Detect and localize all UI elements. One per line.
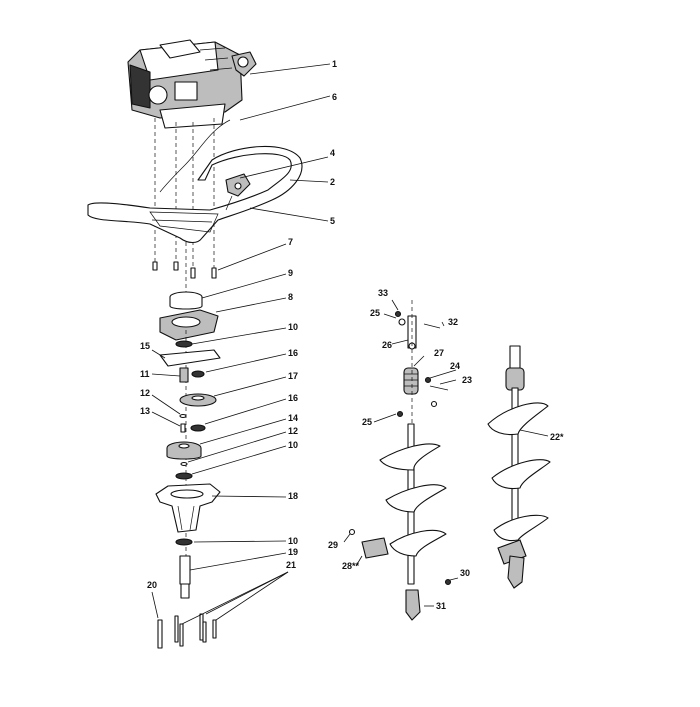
bearing-16b	[190, 424, 206, 432]
callout-12a: 12	[140, 388, 150, 398]
bearing-10b	[175, 472, 193, 480]
callout-6: 6	[332, 92, 337, 102]
screws-part-7	[152, 261, 217, 279]
callout-5: 5	[330, 216, 335, 226]
callout-16b: 16	[288, 393, 298, 403]
leader-lines	[151, 63, 549, 625]
callout-26: 26	[382, 340, 392, 350]
callout-10b: 10	[288, 440, 298, 450]
callout-14: 14	[288, 413, 298, 423]
callout-19: 19	[288, 547, 298, 557]
clutch-drum	[169, 291, 203, 310]
washer-12a	[179, 413, 187, 419]
bearing-10c	[175, 538, 193, 546]
callout-12b: 12	[288, 426, 298, 436]
callout-25b: 25	[362, 417, 372, 427]
callout-1: 1	[332, 59, 337, 69]
bearing-upper	[175, 340, 193, 348]
callout-30: 30	[460, 568, 470, 578]
washer-12b	[180, 461, 188, 467]
callout-28: 28**	[342, 561, 360, 571]
bearing-16a	[191, 370, 205, 378]
callout-labels: 1 6 4 2 5 7 9 8 10 15 16 11 17 12 16 13 …	[140, 59, 564, 611]
callout-25a: 25	[370, 308, 380, 318]
callout-7: 7	[288, 237, 293, 247]
callout-2: 2	[330, 177, 335, 187]
intermediate-gear	[179, 393, 217, 407]
throttle-cable	[159, 119, 231, 193]
callout-11: 11	[140, 369, 150, 379]
pinion-gear	[179, 367, 189, 383]
auger-large	[487, 345, 551, 589]
callout-17: 17	[288, 371, 298, 381]
callout-15: 15	[140, 341, 150, 351]
callout-24: 24	[450, 361, 460, 371]
auger-small	[361, 315, 447, 621]
callout-29: 29	[328, 540, 338, 550]
callout-9: 9	[288, 268, 293, 278]
callout-18: 18	[288, 491, 298, 501]
engine-assembly	[127, 39, 257, 129]
bolts-part-21	[174, 613, 217, 647]
lower-housing	[155, 483, 221, 533]
throttle-trigger	[225, 173, 251, 211]
callout-32: 32	[448, 317, 458, 327]
output-gear	[166, 441, 202, 460]
callout-10a: 10	[288, 322, 298, 332]
callout-31: 31	[436, 601, 446, 611]
upper-housing	[159, 309, 219, 341]
auger-small-hardware	[348, 300, 452, 586]
pin-13	[180, 423, 186, 433]
callout-16a: 16	[288, 348, 298, 358]
long-bolt	[157, 619, 163, 649]
callout-4: 4	[330, 148, 335, 158]
callout-27: 27	[434, 348, 444, 358]
callout-8: 8	[288, 292, 293, 302]
callout-13: 13	[140, 406, 150, 416]
callout-21: 21	[286, 560, 296, 570]
output-shaft	[179, 555, 191, 599]
handle-frame	[87, 145, 303, 244]
callout-10c: 10	[288, 536, 298, 546]
callout-20: 20	[147, 580, 157, 590]
callout-33: 33	[378, 288, 388, 298]
gasket	[159, 349, 221, 367]
alignment-lines-engine	[154, 118, 215, 300]
callout-22: 22*	[550, 432, 564, 442]
callout-23: 23	[462, 375, 472, 385]
